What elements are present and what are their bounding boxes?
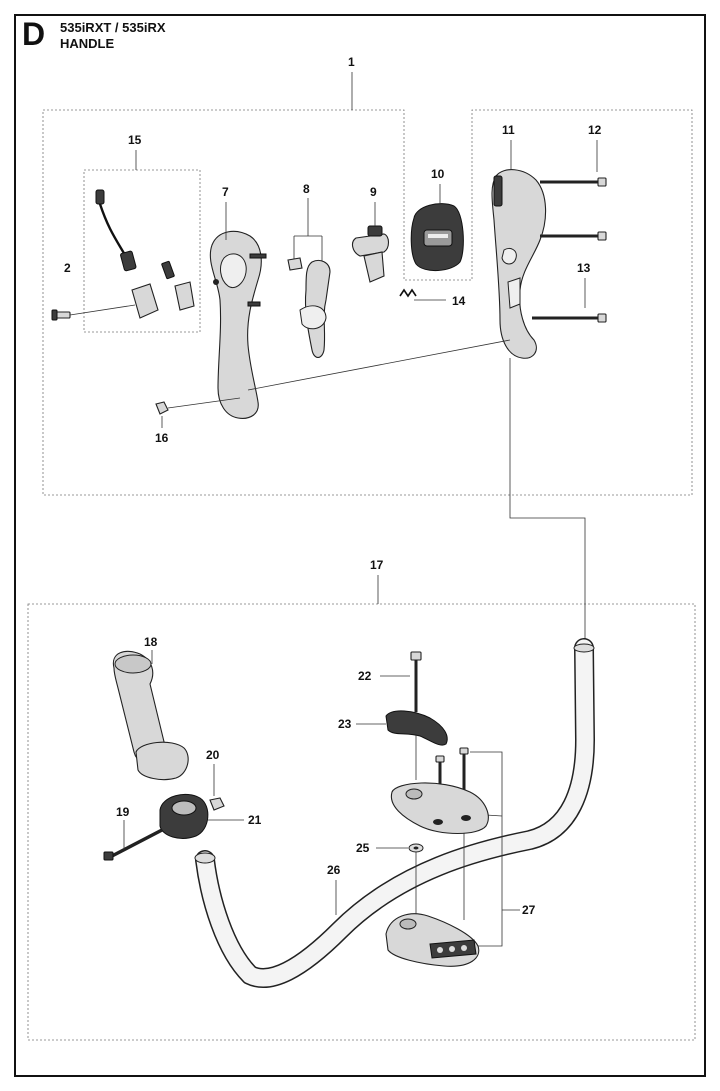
part-13-screw: [532, 278, 607, 323]
callout-16: 16: [155, 431, 169, 445]
callout-14: 14: [452, 294, 466, 308]
part-11-handle-half-right: [491, 140, 547, 359]
part-27-upper-clamp: [390, 782, 489, 834]
part-18-handle-grip: [112, 650, 189, 781]
part-20-nut: [209, 764, 225, 811]
callout-10: 10: [431, 167, 445, 181]
callout-13: 13: [577, 261, 591, 275]
drawing-frame: [14, 14, 706, 1077]
part-10-control-unit: [410, 184, 464, 271]
connect-line: [509, 358, 586, 640]
part-23-clamp-wedge: [356, 710, 448, 746]
callout-11: 11: [502, 123, 515, 137]
callout-1: 1: [348, 55, 355, 69]
part-26-loop-handle-bar: [194, 638, 596, 988]
assembly-title: HANDLE: [60, 36, 115, 51]
callout-17: 17: [370, 558, 384, 572]
callout-21: 21: [248, 813, 262, 827]
part-15-cable-harness: [95, 189, 195, 319]
callout-27: 27: [522, 903, 536, 917]
part-9-throttle-lock: [351, 202, 390, 283]
group-box-15: [83, 169, 201, 333]
callout-8: 8: [303, 182, 310, 196]
callout-18: 18: [144, 635, 158, 649]
callout-15: 15: [128, 133, 142, 147]
group-box-1: [42, 109, 693, 496]
part-12-screws: [540, 140, 607, 241]
callout-22: 22: [358, 669, 372, 683]
callout-2: 2: [64, 261, 71, 275]
model-title: 535iRXT / 535iRX: [60, 20, 166, 35]
section-letter: D: [22, 16, 46, 52]
callout-26: 26: [327, 863, 341, 877]
callout-7: 7: [222, 185, 229, 199]
part-14-spring: [399, 288, 446, 301]
part-25-washer: [376, 843, 424, 916]
callout-19: 19: [116, 805, 130, 819]
callout-23: 23: [338, 717, 352, 731]
part-8-trigger: [287, 198, 331, 359]
part-21-handle-clamp: [159, 794, 244, 839]
callout-20: 20: [206, 748, 220, 762]
part-19-bolt: [103, 820, 163, 861]
part-27-lower-clamp: [385, 913, 480, 967]
part-2-screw: [51, 304, 136, 321]
callout-9: 9: [370, 185, 377, 199]
group-box-17: [27, 603, 696, 1041]
part-7-handle-half-left: [209, 202, 267, 419]
callout-25: 25: [356, 841, 370, 855]
callout-12: 12: [588, 123, 602, 137]
part-16-nut: [155, 339, 511, 428]
